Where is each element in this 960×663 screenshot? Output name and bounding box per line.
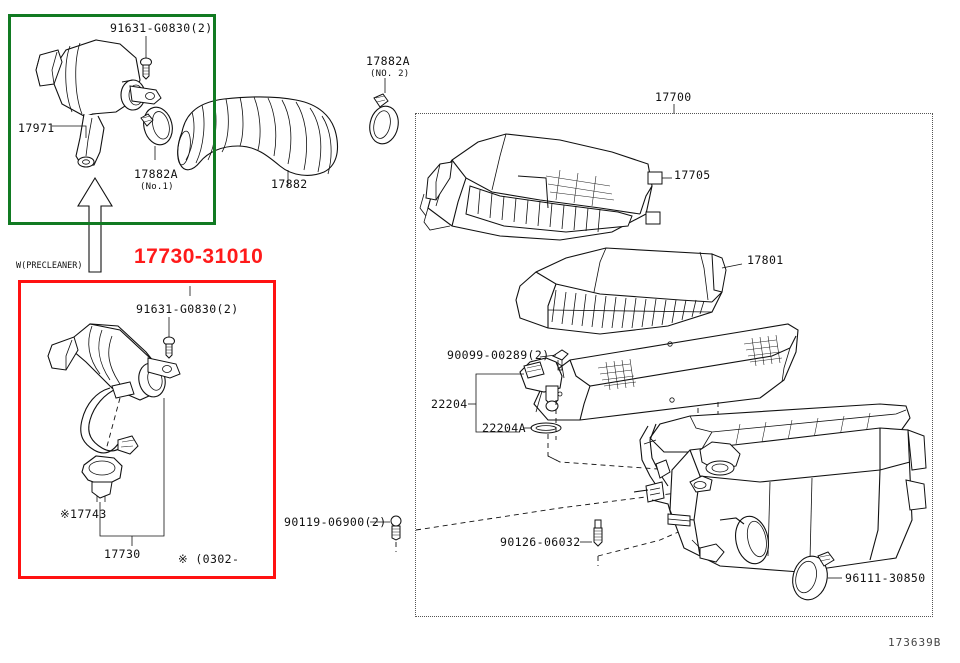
label-17882a-no1: 17882A — [134, 167, 178, 181]
label-17882a-no2: 17882A — [366, 54, 410, 68]
art-bolt-90126 — [580, 519, 603, 547]
label-date-note: ※ (0302- — [178, 552, 240, 566]
art-22204-maf-sensor — [468, 349, 569, 463]
art-clamp-17882a-no1 — [140, 106, 173, 160]
label-96111-30850: 96111-30850 — [845, 571, 926, 585]
label-precleaner-note: W(PRECLEANER) — [16, 261, 83, 271]
label-highlight-part-number: 17730-31010 — [134, 245, 264, 268]
label-90126-06032: 90126-06032 — [500, 535, 581, 549]
label-22204a: 22204A — [482, 421, 526, 435]
art-clamp-17882a-no2 — [369, 78, 399, 145]
art-17801-element — [515, 247, 743, 335]
art-arrow-up — [77, 176, 113, 273]
label-17801: 17801 — [747, 253, 784, 267]
label-91631-g0830-red: 91631-G0830(2) — [136, 302, 239, 316]
label-17700: 17700 — [655, 90, 692, 104]
art-clamp-96111 — [792, 551, 842, 601]
label-22204: 22204 — [431, 397, 468, 411]
label-17971: 17971 — [18, 121, 55, 135]
label-91631-g0830-green: 91631-G0830(2) — [110, 21, 213, 35]
art-17971-precleaner — [35, 39, 162, 168]
label-17730: 17730 — [104, 547, 141, 561]
label-17882a-no2-sub: (NO. 2) — [370, 69, 410, 79]
label-17882a-no1-sub: (No.1) — [140, 182, 174, 192]
art-bolt-91631-red — [163, 317, 175, 359]
art-intake-manifold — [633, 403, 927, 573]
label-90119-06900: 90119-06900(2) — [284, 515, 387, 529]
art-17730-precleaner-assembly — [47, 323, 181, 455]
diagram-id: 173639B — [888, 636, 942, 649]
label-17705: 17705 — [674, 168, 711, 182]
art-air-cleaner-case-cover — [533, 323, 799, 421]
label-17882: 17882 — [271, 177, 308, 191]
art-leader-lines — [189, 104, 675, 296]
art-17882-duct — [177, 96, 339, 186]
art-17743-valve — [81, 455, 123, 512]
art-bracket-17730 — [99, 398, 165, 546]
label-90099-00289: 90099-00289(2) — [447, 348, 550, 362]
art-17705-cap — [419, 133, 672, 241]
art-bolt-91631-green — [140, 36, 152, 80]
label-17743: ※17743 — [60, 507, 107, 521]
art-bolt-90119 — [370, 515, 402, 552]
